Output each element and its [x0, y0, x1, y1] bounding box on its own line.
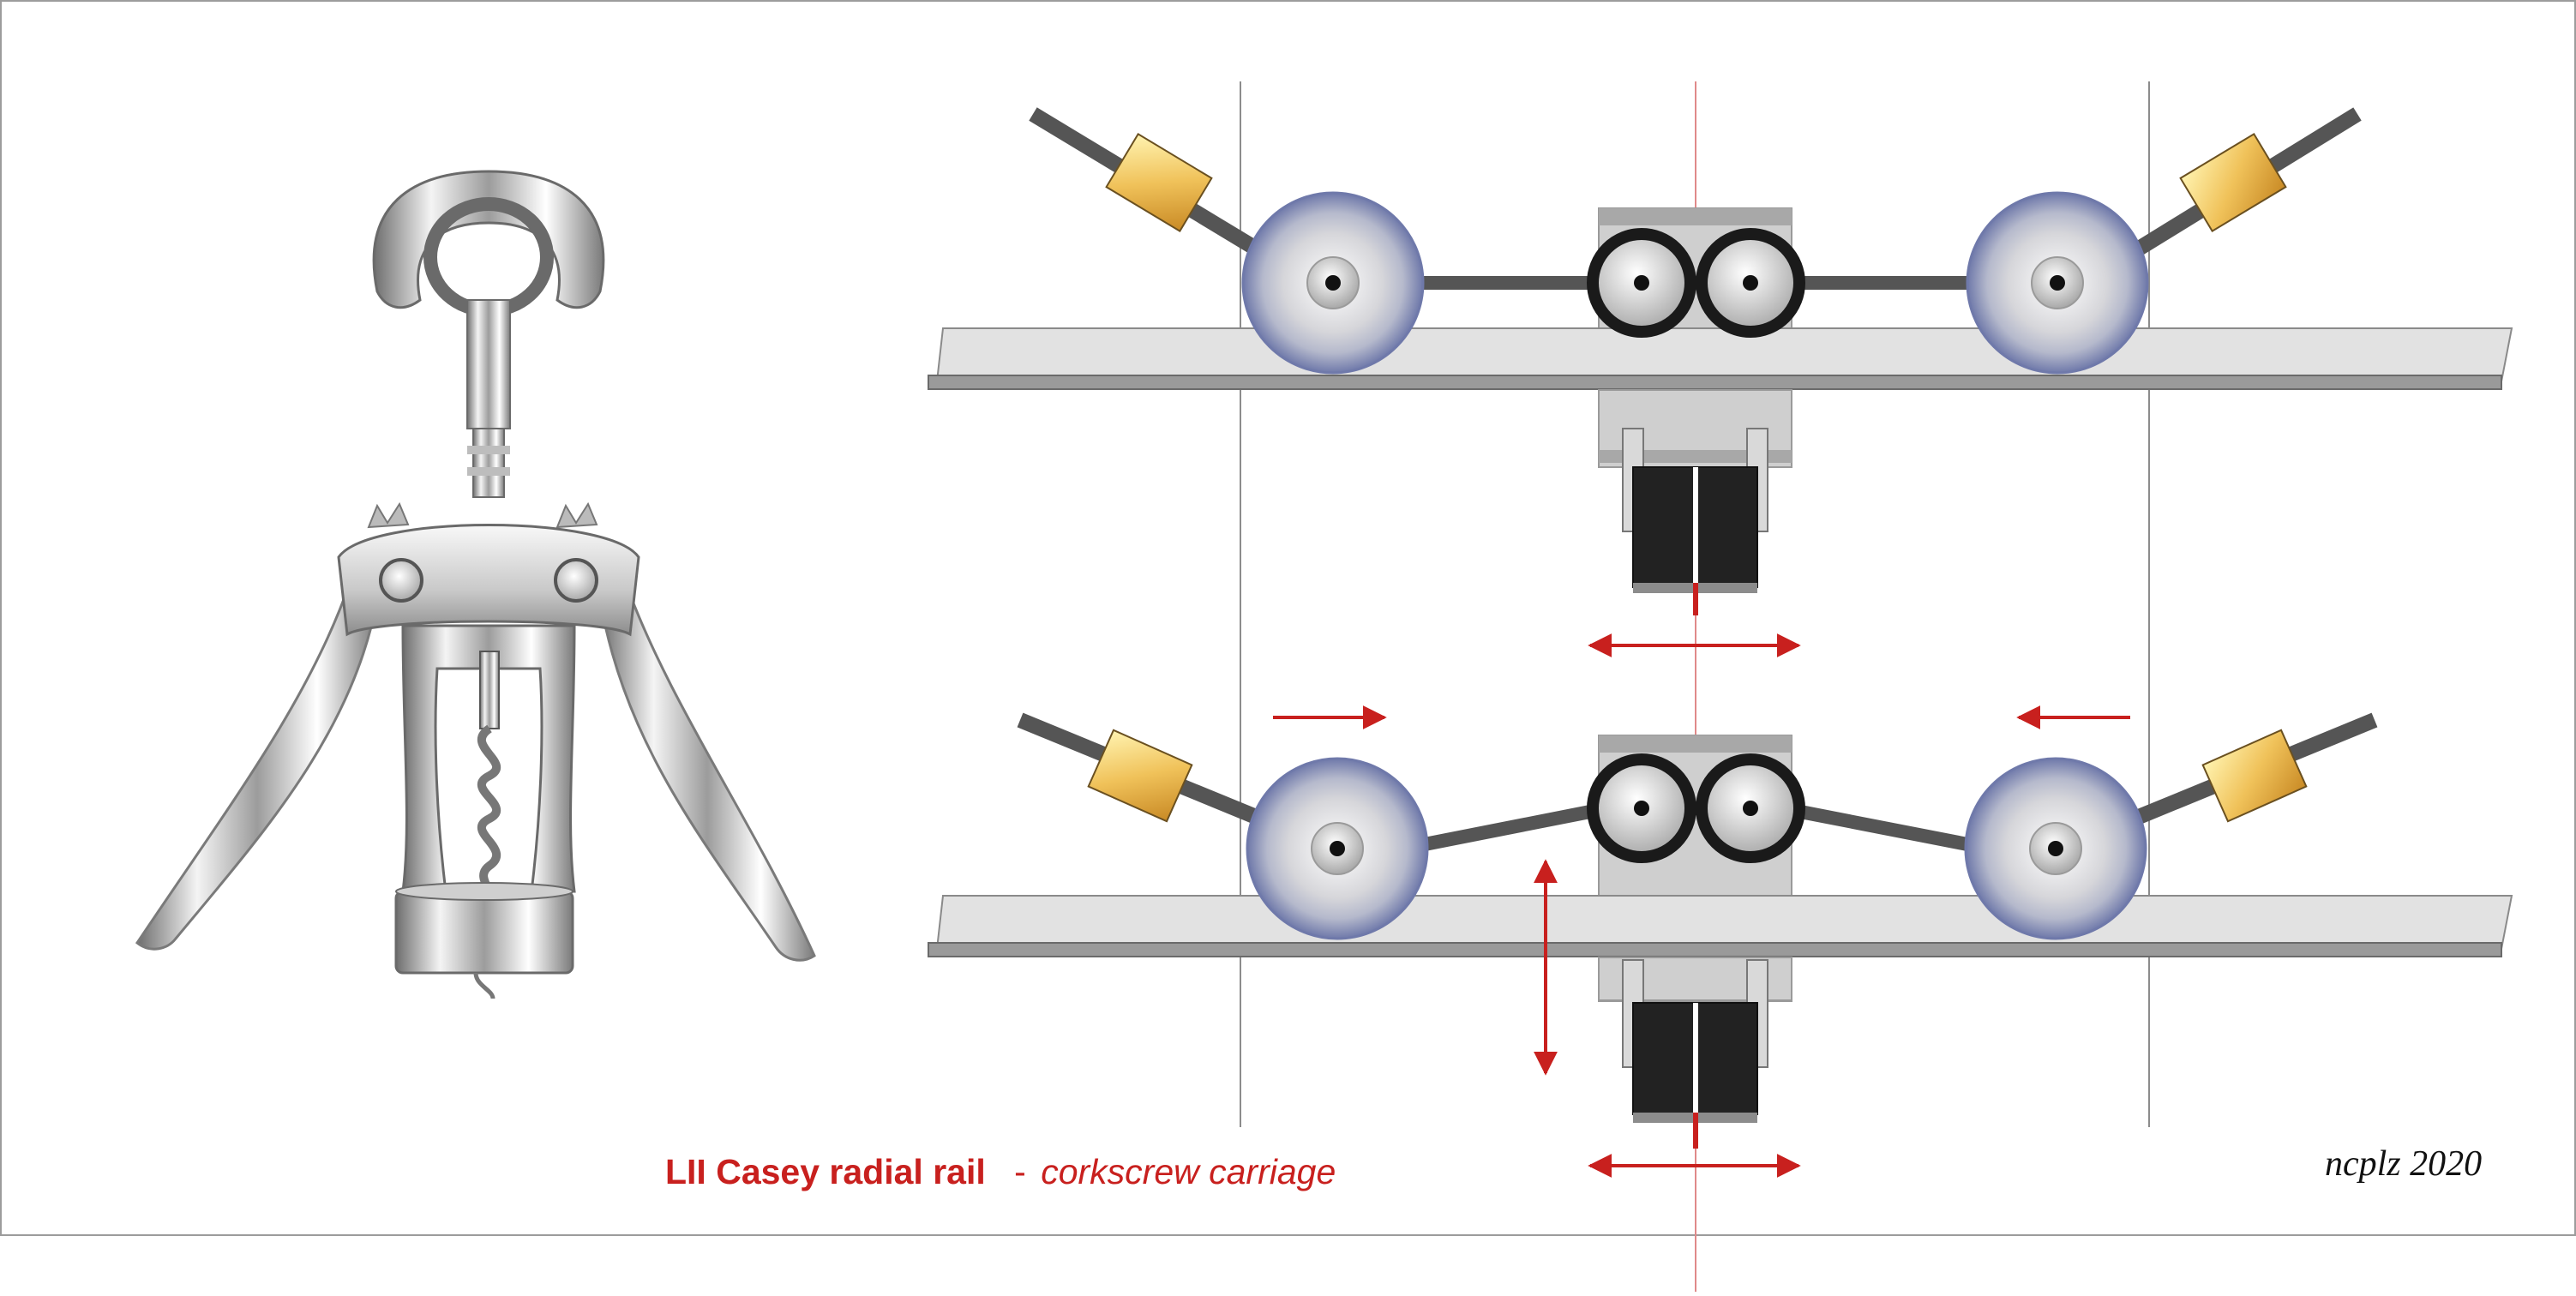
top-carriage	[928, 107, 2513, 657]
counterweight	[1105, 133, 1213, 232]
counterweight	[2179, 133, 2287, 232]
counterweight	[1087, 729, 1193, 823]
title-main: LII Casey radial rail	[665, 1152, 986, 1191]
bottom-carriage	[928, 705, 2513, 1178]
corkscrew-icon	[135, 170, 816, 999]
title-separator: -	[1014, 1152, 1026, 1191]
rail	[935, 895, 2513, 950]
author-credit: ncplz 2020	[2325, 1144, 2483, 1184]
page-frame	[0, 0, 2576, 1236]
title-subtitle: corkscrew carriage	[1041, 1152, 1336, 1191]
rail	[935, 327, 2513, 382]
diagram-title: LII Casey radial rail - corkscrew carria…	[665, 1152, 1336, 1203]
counterweight	[2201, 729, 2308, 823]
